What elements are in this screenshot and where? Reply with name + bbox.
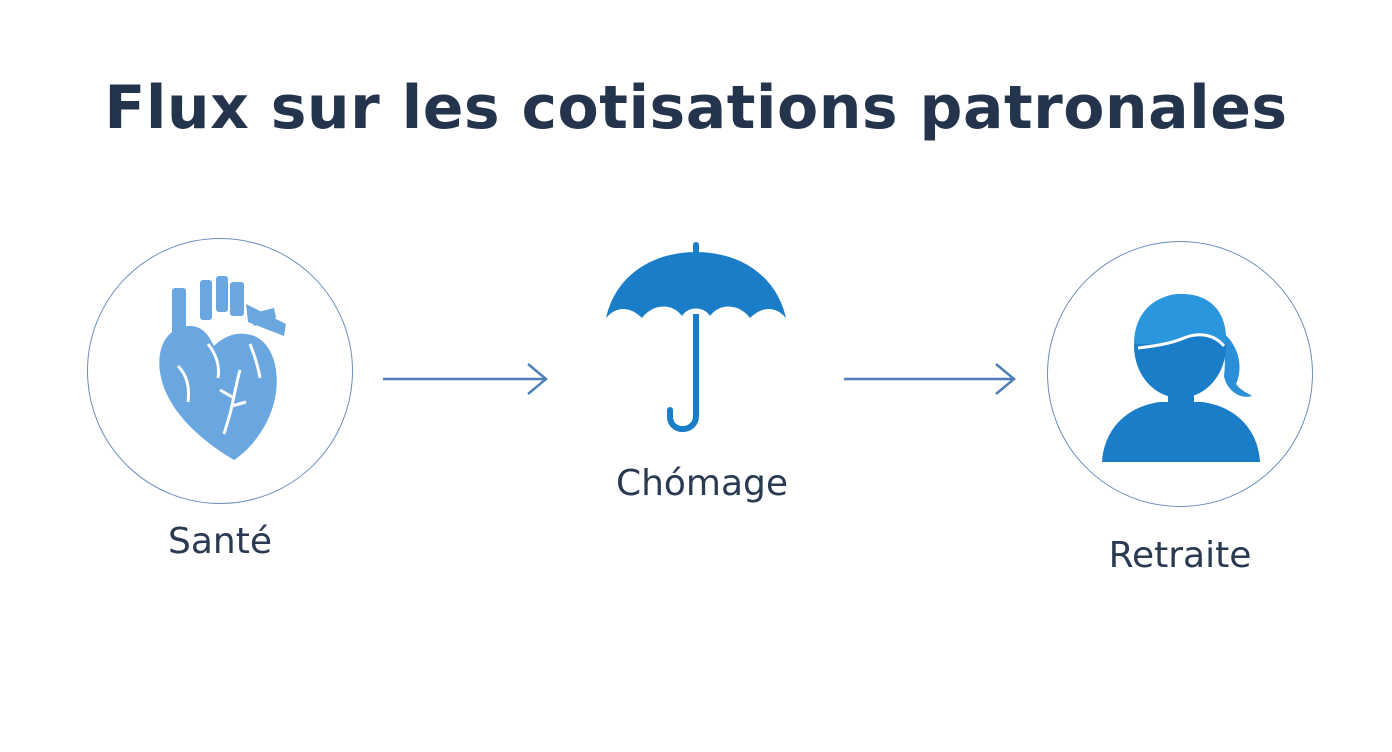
node-label-sante: Santé (168, 521, 272, 562)
person-icon (1102, 294, 1260, 462)
arrow-chomage-to-retraite (844, 363, 1016, 395)
heart-icon (159, 276, 286, 460)
arrow-sante-to-chomage (383, 363, 548, 395)
node-label-retraite: Retraite (1108, 535, 1252, 576)
node-label-chomage: Chómage (615, 463, 789, 504)
diagram-title: Flux sur les cotisations patronales (104, 73, 1288, 143)
umbrella-icon (606, 242, 786, 432)
